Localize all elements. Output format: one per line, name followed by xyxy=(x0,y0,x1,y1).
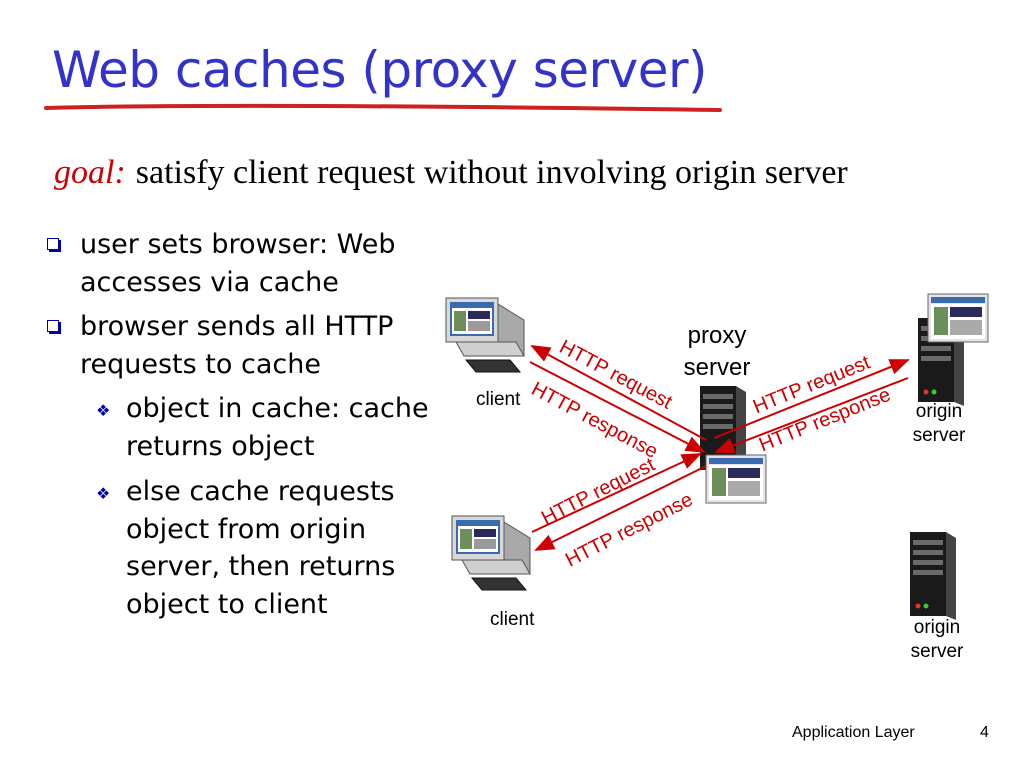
page-number: 4 xyxy=(980,724,989,741)
origin-bottom-label: origin server xyxy=(902,616,972,664)
origin-server-icon xyxy=(910,532,956,620)
arrow-response-client-top xyxy=(529,361,706,453)
sub-bullet-item: ❖ object in cache: cache returns object xyxy=(44,390,444,465)
sub-bullet-text: object in cache: cache returns object xyxy=(126,393,429,462)
arrow-response-origin xyxy=(714,377,909,453)
origin-bottom-label-line1: origin xyxy=(913,617,961,638)
footer-section: Application Layer xyxy=(792,724,915,741)
origin-bottom-label-line2: server xyxy=(910,641,964,662)
title-underline xyxy=(44,103,722,112)
arrow-request-client-top xyxy=(530,345,707,441)
proxy-label-line1: proxy xyxy=(687,322,747,349)
client-computer-icon xyxy=(451,515,531,591)
arrow-response-client-bottom xyxy=(534,465,707,551)
goal-label: goal: xyxy=(54,154,126,191)
origin-top-label-line2: server xyxy=(912,425,966,446)
square-bullet-icon xyxy=(47,320,59,332)
diamond-bullet-icon: ❖ xyxy=(96,484,111,503)
square-bullet-icon xyxy=(47,238,59,250)
sub-bullet-item: ❖ else cache requests object from origin… xyxy=(44,473,444,623)
arrow-request-origin xyxy=(713,359,910,439)
goal-text: satisfy client request without involving… xyxy=(135,154,848,191)
proxy-label-line2: server xyxy=(683,354,751,381)
arrow-request-client-bottom xyxy=(531,453,702,533)
sub-bullet-text: else cache requests object from origin s… xyxy=(126,476,396,620)
proxy-label: proxy server xyxy=(676,320,758,384)
bullet-item: browser sends all HTTP requests to cache xyxy=(44,308,444,383)
proxy-monitor-icon xyxy=(705,454,767,504)
slide-title: Web caches (proxy server) xyxy=(52,41,708,99)
bullet-item: user sets browser: Web accesses via cach… xyxy=(44,226,444,301)
bullet-text: user sets browser: Web accesses via cach… xyxy=(80,229,396,298)
client-computer-icon xyxy=(445,297,525,373)
origin-top-label: origin server xyxy=(904,400,974,448)
bullet-list: user sets browser: Web accesses via cach… xyxy=(44,226,444,631)
goal-line: goal:satisfy client request without invo… xyxy=(54,152,848,194)
client-top-label: client xyxy=(476,389,521,410)
diamond-bullet-icon: ❖ xyxy=(96,401,111,420)
bullet-text: browser sends all HTTP requests to cache xyxy=(80,311,394,380)
client-bottom-label: client xyxy=(490,609,535,630)
origin-monitor-icon xyxy=(927,293,989,343)
origin-top-label-line1: origin xyxy=(915,401,963,422)
